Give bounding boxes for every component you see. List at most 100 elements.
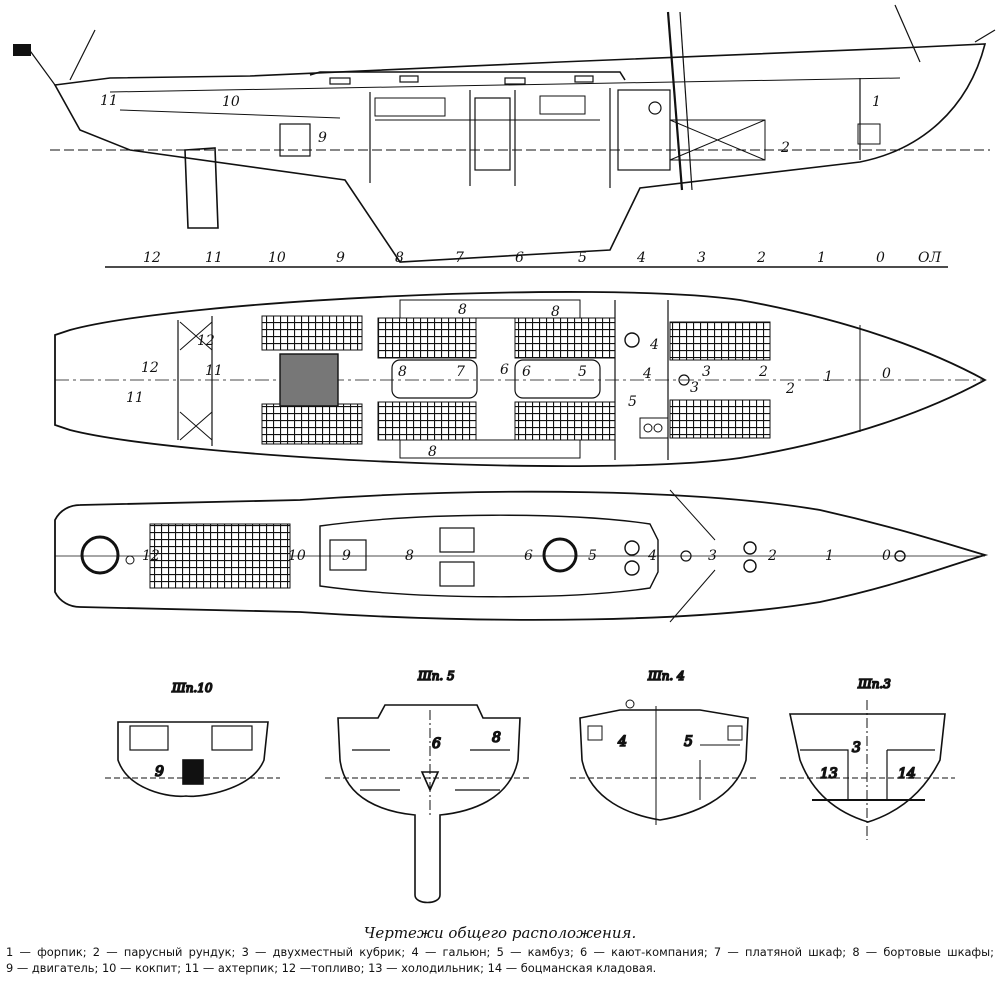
station-label: 10 [268,250,286,266]
legend-item: 2 — парусный рундук; [92,945,236,959]
station-label: 11 [205,250,223,266]
cabin-top [309,71,626,81]
section-label: 5 [684,734,693,750]
station-baseline: 12 11 10 9 8 7 6 5 4 3 2 1 0 ОЛ [105,250,948,268]
plan-label: 7 [456,364,465,380]
plan-label: 3 [702,364,711,380]
plan-label: 5 [628,394,637,410]
profile-compartment-labels: 11 10 9 1 2 [100,93,881,156]
section-frame-10: Шп.10 9 [105,680,280,798]
engine-box [279,123,311,157]
legend-item: 3 — двухместный кубрик; [241,945,406,959]
plan-label: 8 [551,304,560,320]
station-label: 6 [515,250,524,266]
deck-label: 9 [342,548,351,564]
deck-label: 3 [708,548,717,564]
legend-item: 5 — камбуз; [496,945,574,959]
section-frame-5: Шп. 5 6 8 [325,668,532,904]
plan-label: 11 [205,363,223,379]
drawing-title: Чертежи общего расположения. [363,924,637,942]
steering-wheel [80,535,120,575]
section-label: 8 [492,730,501,746]
plan-label: 5 [578,364,587,380]
section-title: Шп. 4 [647,669,685,683]
legend-item: 13 — холодильник; [368,961,484,975]
rudder [184,147,219,229]
station-label: 0 [876,250,885,266]
deck-label: 10 [288,548,306,564]
section-title: Шп. 5 [417,669,455,683]
section-frame-4: Шп. 4 4 5 [570,668,758,825]
legend-item: 4 — гальюн; [411,945,491,959]
plan-label: 4 [649,337,659,353]
plan-label: 12 [197,333,215,349]
deck-label: 1 [825,548,834,564]
deck-labels: 12 10 9 8 6 5 4 3 2 1 0 [142,548,891,564]
legend-item: 12 —топливо; [281,961,365,975]
engine [279,353,339,407]
station-label: 5 [578,250,587,266]
deck-label: 8 [405,548,414,564]
plan-label: 2 [785,381,795,397]
legend-item: 9 — двигатель; [6,961,99,975]
profile-label: 1 [872,94,881,110]
plan-label: 6 [522,364,531,380]
station-label: 4 [636,250,646,266]
accommodation-plan-view [54,291,987,467]
side-profile-view [13,4,996,263]
plan-label: 8 [398,364,407,380]
station-label: 2 [756,250,766,266]
station-label: ОЛ [918,250,941,266]
plan-label: 8 [458,302,467,318]
deck-outline [54,490,989,621]
plan-label: 1 [824,369,833,385]
legend-item: 8 — бортовые шкафы; [852,945,994,959]
plan-label: 12 [141,360,159,376]
section-label: 9 [155,764,164,780]
profile-label: 2 [780,140,790,156]
section-label: 4 [617,734,627,750]
station-label: 8 [395,250,404,266]
legend: 1 — форпик; 2 — парусный рундук; 3 — дву… [6,944,994,976]
section-label: 14 [898,766,916,782]
plan-label: 2 [758,364,768,380]
deck-plan-view [54,489,989,623]
section-frame-3: Шп.3 3 13 14 [780,676,955,840]
general-arrangement-drawing: 11 10 9 1 2 12 11 10 9 8 7 6 5 4 3 2 1 0… [13,4,996,904]
section-label: 3 [852,740,861,756]
plan-label: 6 [500,362,509,378]
deck-label: 6 [524,548,533,564]
profile-label: 9 [318,130,327,146]
deck-label: 5 [588,548,597,564]
wardrobe-door [474,97,511,171]
legend-item: 11 — ахтерпик; [184,961,279,975]
station-label: 12 [143,250,161,266]
plan-label: 3 [690,380,699,396]
profile-label: 11 [100,93,118,109]
section-title: Шп.3 [857,677,891,691]
section-title: Шп.10 [171,681,213,695]
station-label: 7 [455,250,464,266]
profile-label: 10 [222,94,240,110]
legend-item: 7 — платяной шкаф; [713,945,847,959]
deck-label: 2 [767,548,777,564]
legend-item: 6 — кают-компания; [580,945,708,959]
deck-label: 0 [882,548,891,564]
mast-step [542,537,578,573]
plan-label: 4 [642,366,652,382]
legend-item: 1 — форпик; [6,945,87,959]
station-label: 9 [336,250,345,266]
plan-compartment-labels: 12 12 11 11 8 7 6 6 5 4 4 3 3 2 2 1 0 5 … [126,302,891,460]
deck-label: 12 [142,548,160,564]
section-label: 13 [820,766,838,782]
station-label: 1 [817,250,826,266]
legend-item: 10 — кокпит; [101,961,182,975]
plan-label: 8 [428,444,437,460]
station-label: 3 [697,250,706,266]
flag [13,44,31,56]
saloon-table [514,359,601,399]
section-label: 6 [432,736,441,752]
plan-label: 11 [126,390,144,406]
coachroof [319,514,659,598]
deck-label: 4 [647,548,657,564]
